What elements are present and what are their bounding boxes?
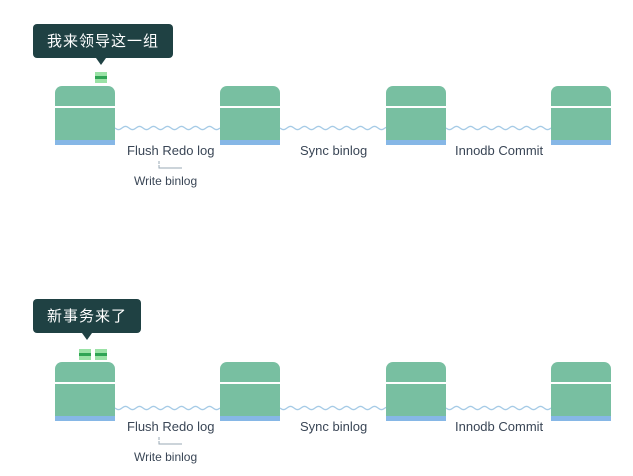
pipeline-panel-1: 我来领导这一组 Flush Redo log Sync binlog Innod… <box>0 0 633 200</box>
queue-wave-3 <box>446 405 551 411</box>
step-label-commit: Innodb Commit <box>455 143 544 158</box>
leader-callout: 我来领导这一组 <box>33 24 174 58</box>
stage-flush <box>220 86 280 146</box>
queue-wave-2 <box>280 125 386 131</box>
step-label-flush: Flush Redo log <box>127 419 215 434</box>
new-transaction-callout: 新事务来了 <box>33 299 142 333</box>
callout-pointer <box>96 58 106 65</box>
wave-line <box>446 125 551 131</box>
wave-line <box>280 405 386 411</box>
step-label-flush: Flush Redo log <box>127 143 215 158</box>
callout-pointer <box>82 333 92 340</box>
wave-line <box>446 405 551 411</box>
wave-line <box>115 125 220 131</box>
sub-step-connector <box>158 437 182 445</box>
wave-line <box>280 125 386 131</box>
transaction-token <box>79 349 91 360</box>
step-label-sync: Sync binlog <box>300 143 368 158</box>
queue-wave-1 <box>115 125 220 131</box>
step-label-sync: Sync binlog <box>300 419 368 434</box>
wave-line <box>115 405 220 411</box>
pipeline-panel-2: 新事务来了 Flush Redo log Sync binlog Innodb … <box>0 276 633 476</box>
stage-start <box>55 86 115 146</box>
stage-sync <box>386 362 446 422</box>
step-label-commit: Innodb Commit <box>455 419 544 434</box>
queue-wave-1 <box>115 405 220 411</box>
transaction-token <box>95 72 107 83</box>
sub-step-label: Write binlog <box>134 450 198 464</box>
stage-commit <box>551 362 611 422</box>
queue-wave-3 <box>446 125 551 131</box>
transaction-token <box>95 349 107 360</box>
sub-step-label: Write binlog <box>134 174 198 188</box>
sub-step-connector <box>158 161 182 169</box>
stage-start <box>55 362 115 422</box>
stage-commit <box>551 86 611 146</box>
queue-wave-2 <box>280 405 386 411</box>
stage-flush <box>220 362 280 422</box>
stage-sync <box>386 86 446 146</box>
